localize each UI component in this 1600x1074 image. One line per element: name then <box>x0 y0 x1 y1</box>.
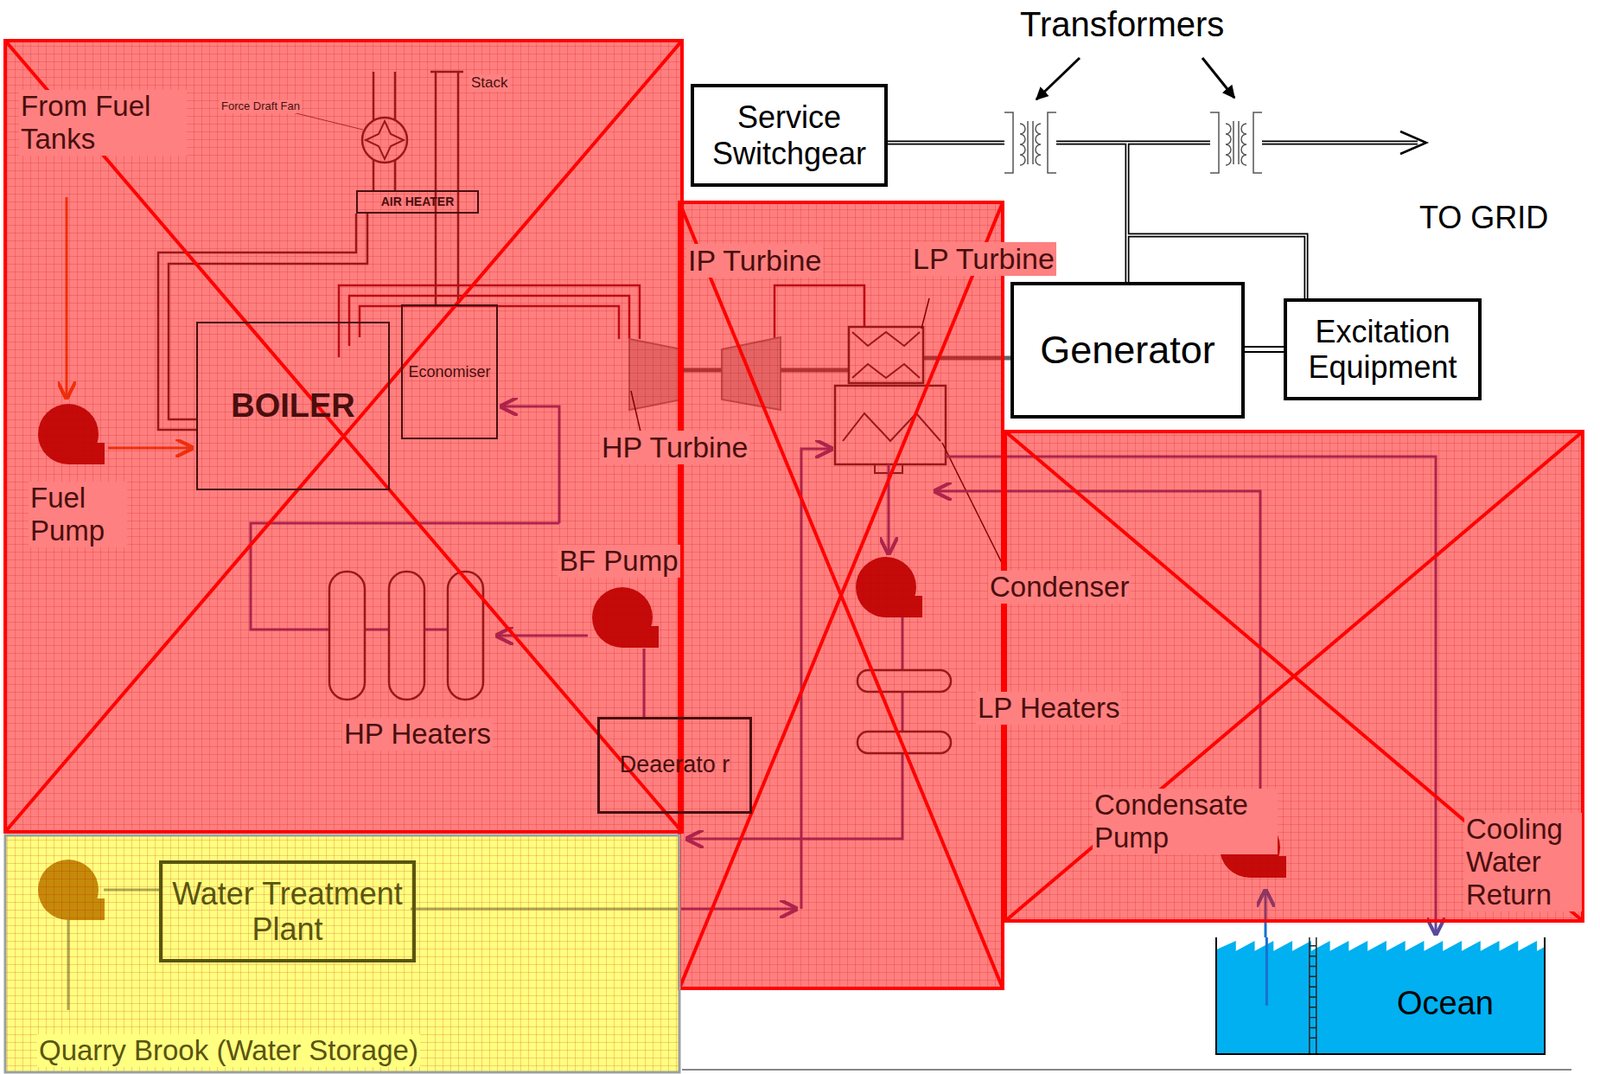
ground-line <box>682 1068 1572 1071</box>
stack-label: Stack <box>469 74 510 92</box>
generator-box: Generator <box>1010 281 1245 419</box>
switchgear-box: Service Switchgear <box>690 83 888 187</box>
pump-label: Fuel Pump <box>28 481 128 548</box>
turbine-label: HP Turbine <box>599 430 750 465</box>
transformer-symbol <box>1210 112 1263 173</box>
air-heater-box: AIR HEATER <box>356 190 479 214</box>
heater-label: HP Heaters <box>342 717 493 751</box>
double-connector <box>1244 346 1284 352</box>
excitation-box: Excitation Equipment <box>1283 298 1482 401</box>
box-text: Service Switchgear <box>694 99 885 172</box>
economiser-box: Economiser <box>401 304 498 440</box>
yellow-overlay <box>5 835 680 1072</box>
condenser-label: Condenser <box>988 570 1131 604</box>
box-text: Excitation Equipment <box>1287 313 1479 386</box>
leader-line <box>1202 57 1235 98</box>
grid-label: TO GRID <box>1417 199 1550 236</box>
box-text: AIR HEATER <box>381 194 455 209</box>
box-text: Water Treatment Plant <box>162 875 413 948</box>
storage-label: Quarry Brook (Water Storage) <box>37 1033 421 1067</box>
fan-label: Force Draft Fan <box>219 100 302 114</box>
box-text: BOILER <box>230 387 356 426</box>
ocean-water <box>1217 937 1544 1053</box>
cooling-return-label: Cooling Water Return <box>1464 812 1582 912</box>
box-text: Deaerato r <box>619 751 731 778</box>
fuel-tanks-label: From Fuel Tanks <box>19 89 187 156</box>
box-text: Ocean <box>1396 984 1494 1023</box>
turbine-label: LP Turbine <box>911 242 1057 276</box>
deaerator-box: Deaerato r <box>597 716 753 814</box>
ocean-area: Ocean <box>1215 937 1546 1055</box>
pump-label: Condensate Pump <box>1092 788 1278 855</box>
water-treatment-box: Water Treatment Plant <box>159 860 416 963</box>
box-text: Generator <box>1039 327 1216 373</box>
box-text: Economiser <box>407 363 491 382</box>
transformers-label: Transformers <box>1018 4 1226 45</box>
pump-label: BF Pump <box>557 544 681 578</box>
transformer-symbol <box>1004 112 1057 173</box>
turbine-label: IP Turbine <box>686 243 823 278</box>
heater-label: LP Heaters <box>975 691 1122 725</box>
boiler-box: BOILER <box>196 321 390 491</box>
leader-line <box>1036 57 1080 100</box>
